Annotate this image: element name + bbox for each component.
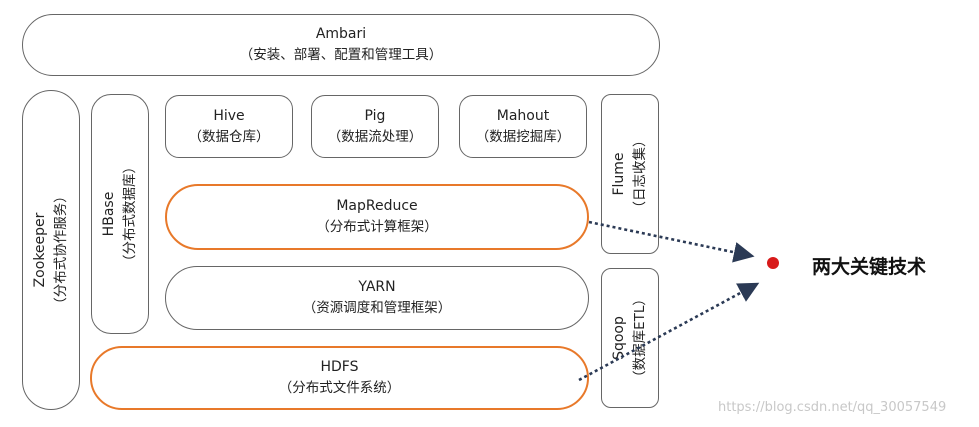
hbase-box: HBase （分布式数据库） (91, 94, 149, 334)
mapreduce-name: MapReduce (336, 198, 418, 214)
ambari-desc: （安装、部署、配置和管理工具） (239, 47, 443, 63)
mapreduce-box: MapReduce （分布式计算框架） (165, 184, 589, 250)
hdfs-arrow (578, 282, 760, 382)
yarn-desc: （资源调度和管理框架） (302, 300, 452, 316)
hdfs-box: HDFS （分布式文件系统） (90, 346, 589, 410)
yarn-name: YARN (358, 279, 396, 295)
hive-box: Hive （数据仓库） (165, 95, 293, 158)
ambari-name: Ambari (315, 26, 367, 42)
flume-box: Flume （日志收集） (601, 94, 659, 254)
callout-label: 两大关键技术 (812, 256, 927, 278)
pig-name: Pig (364, 107, 386, 124)
callout-dot (767, 257, 779, 269)
ambari-box: Ambari （安装、部署、配置和管理工具） (22, 14, 660, 76)
mahout-name: Mahout (496, 107, 550, 124)
mahout-box: Mahout （数据挖掘库） (459, 95, 587, 158)
mapreduce-arrow (588, 220, 755, 263)
hdfs-name: HDFS (320, 359, 359, 375)
pig-box: Pig （数据流处理） (311, 95, 439, 158)
hive-desc: （数据仓库） (188, 128, 270, 145)
zookeeper-box: Zookeeper （分布式协作服务） (22, 90, 80, 410)
yarn-box: YARN （资源调度和管理框架） (165, 266, 589, 330)
mahout-desc: （数据挖掘库） (475, 128, 571, 145)
watermark: https://blog.csdn.net/qq_30057549 (718, 400, 947, 415)
hdfs-desc: （分布式文件系统） (278, 380, 401, 396)
mapreduce-desc: （分布式计算框架） (316, 219, 438, 235)
hive-name: Hive (213, 107, 245, 124)
sqoop-box: Sqoop （数据库ETL） (601, 268, 659, 408)
pig-desc: （数据流处理） (327, 128, 423, 145)
